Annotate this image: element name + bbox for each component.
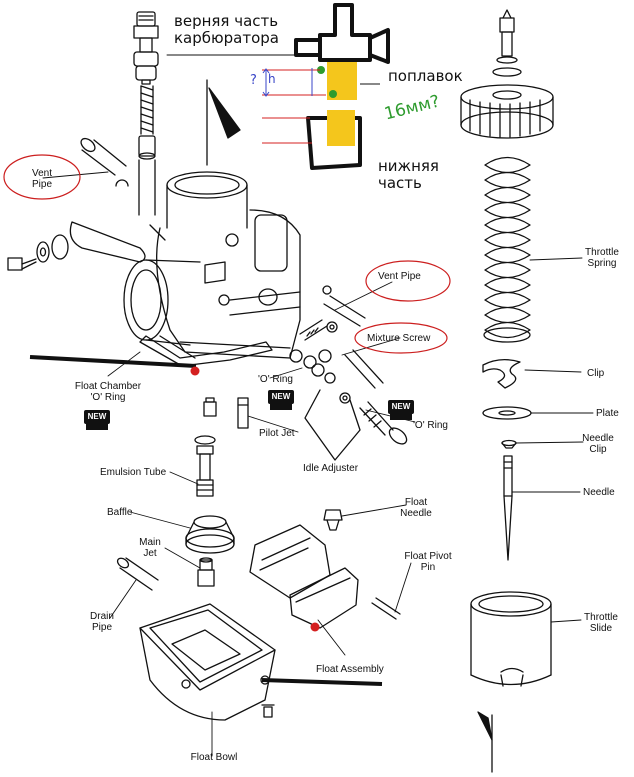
main-jet-part: [197, 557, 215, 587]
idle-adjuster-part: [339, 392, 408, 445]
label-o-ring-left: 'O' Ring: [258, 374, 293, 385]
drain-pipe-part: [116, 557, 159, 591]
label-mixture-screw: Mixture Screw: [367, 333, 431, 344]
new-badge-float-chamber: NEW: [84, 410, 110, 430]
new-badge-o-ring-left: NEW: [268, 390, 294, 410]
float-needle-part: [323, 509, 343, 531]
label-clip: Clip: [587, 368, 605, 379]
label-drain-pipe: Drain Pipe: [90, 611, 114, 633]
needle-clip-part: [501, 439, 517, 449]
label-baffle: Baffle: [107, 507, 133, 518]
annotation-top-part: верняя часть карбюратора: [174, 12, 279, 47]
annotation-sketch: [3, 3, 451, 686]
label-main-jet: Main Jet: [139, 537, 161, 559]
throttle-spring-part: [483, 156, 531, 343]
throttle-lever-part: [7, 221, 146, 271]
needle-part: [503, 455, 513, 561]
carburetor-body-part: [123, 171, 301, 359]
baffle-part: [185, 515, 235, 554]
label-vent-pipe-right: Vent Pipe: [378, 271, 421, 282]
label-float-bowl: Float Bowl: [190, 752, 238, 763]
label-float-pivot-pin: Float Pivot Pin: [404, 551, 452, 573]
label-needle-clip: Needle Clip: [582, 433, 614, 455]
annotation-bottom-part: нижняя часть: [378, 157, 439, 192]
top-cap-part: [460, 84, 554, 139]
label-throttle-slide: Throttle Slide: [584, 612, 618, 634]
clip-part: [482, 358, 521, 389]
float-chamber-o-ring-part: [139, 335, 273, 367]
label-needle: Needle: [583, 487, 615, 498]
label-throttle-spring: Throttle Spring: [585, 247, 619, 269]
float-bowl-part: [139, 603, 276, 721]
float-assembly-part: [249, 524, 359, 629]
mixture-screw-parts: [289, 285, 384, 389]
idle-speed-screw-assembly: [133, 11, 159, 85]
label-float-needle: Float Needle: [400, 497, 432, 519]
float-pivot-pin-part: [371, 597, 401, 620]
annotation-float: поплавок: [388, 67, 463, 85]
label-float-assembly: Float Assembly: [316, 664, 384, 675]
label-idle-adjuster: Idle Adjuster: [303, 463, 359, 474]
label-float-chamber-o-ring: Float Chamber 'O' Ring: [74, 381, 142, 403]
top-cap-screw-part: [492, 9, 522, 77]
vent-pipe-left-part: [80, 137, 129, 187]
annotation-h-mark: h: [268, 72, 276, 86]
label-vent-pipe-left: Vent Pipe: [31, 168, 53, 190]
label-pilot-jet: Pilot Jet: [259, 428, 295, 439]
new-badge-o-ring-right: NEW: [388, 400, 414, 420]
emulsion-tube-part: [194, 435, 216, 497]
label-plate: Plate: [596, 408, 619, 419]
pilot-jet-part: [203, 397, 249, 429]
flow-arrows: [206, 79, 493, 773]
plate-part: [482, 406, 532, 420]
annotation-q-mark: ?: [250, 73, 257, 88]
throttle-cable-spring-left: [138, 85, 156, 216]
label-emulsion-tube: Emulsion Tube: [100, 467, 167, 478]
leader-lines: [42, 54, 594, 757]
throttle-slide-part: [470, 591, 552, 687]
label-o-ring-right: 'O' Ring: [413, 420, 448, 431]
idle-adjuster-leaders: [304, 389, 361, 461]
